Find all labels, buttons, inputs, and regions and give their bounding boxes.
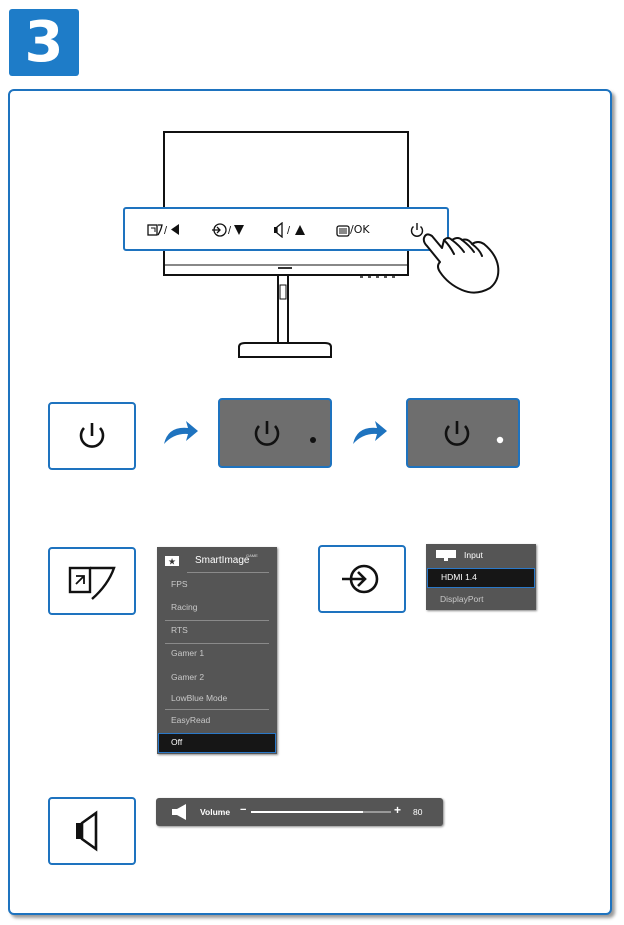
volume-fill: [251, 811, 363, 813]
volume-plus[interactable]: +: [394, 803, 402, 817]
input-button-icon[interactable]: /: [212, 222, 246, 243]
menu-item[interactable]: RTS: [171, 625, 188, 635]
svg-text:/: /: [287, 225, 291, 237]
power-button-icon[interactable]: [409, 222, 425, 243]
ok-button-label[interactable]: /OK: [350, 223, 370, 236]
menu-item[interactable]: LowBlue Mode: [171, 693, 228, 703]
menu-item[interactable]: EasyRead: [171, 715, 211, 725]
input-key-box[interactable]: [318, 545, 406, 613]
input-menu: Input HDMI 1.4 DisplayPort: [426, 544, 536, 610]
power-icon: [79, 423, 105, 448]
smartimage-key-box[interactable]: [48, 547, 136, 615]
volume-bar: Volume − + 80: [156, 798, 443, 826]
menu-item-selected-label: Off: [171, 737, 183, 747]
hand-icon: [422, 233, 500, 294]
smartimage-title-suffix: GAME: [246, 553, 258, 558]
svg-text:★: ★: [168, 557, 176, 567]
speaker-icon: [76, 810, 98, 852]
monitor-icon: [436, 550, 456, 561]
volume-track[interactable]: [251, 811, 391, 813]
menu-item[interactable]: Racing: [171, 602, 198, 612]
menu-item[interactable]: Gamer 1: [171, 648, 205, 658]
menu-divider: [165, 620, 269, 621]
step-number-badge: 3: [9, 9, 79, 76]
volume-label: Volume: [200, 807, 231, 817]
menu-item[interactable]: Gamer 2: [171, 672, 205, 682]
input-item[interactable]: DisplayPort: [440, 594, 484, 604]
smartimage-icon: [68, 566, 116, 600]
volume-minus[interactable]: −: [240, 804, 247, 816]
menu-divider: [187, 572, 269, 573]
menu-item-selected[interactable]: Off: [158, 733, 276, 753]
menu-button-icon[interactable]: [336, 224, 350, 242]
smartimage-title: SmartImage: [195, 555, 250, 566]
volume-key-box[interactable]: [48, 797, 136, 865]
menu-divider: [165, 643, 269, 644]
input-title: Input: [464, 550, 483, 560]
menu-divider: [165, 709, 269, 710]
monitor-illustration: [163, 131, 409, 358]
star-icon: ★: [165, 556, 179, 566]
menu-item[interactable]: FPS: [171, 579, 188, 589]
power-on-screen: [218, 398, 332, 468]
input-item-selected-label: HDMI 1.4: [441, 572, 477, 582]
smartimage-menu: ★ SmartImage GAME FPS Racing RTS Gamer 1…: [157, 547, 277, 754]
speaker-icon: [172, 804, 186, 820]
smartimage-button-icon[interactable]: /: [147, 222, 181, 243]
volume-value: 80: [413, 807, 423, 817]
power-indicator-screen: [406, 398, 520, 468]
input-icon: [342, 564, 379, 594]
power-key-box[interactable]: [48, 402, 136, 470]
arrow-icon: [164, 421, 198, 444]
input-item-selected[interactable]: HDMI 1.4: [427, 568, 535, 588]
arrow-icon: [353, 421, 387, 444]
svg-text:/: /: [228, 225, 232, 237]
volume-button-icon[interactable]: /: [273, 221, 307, 243]
svg-text:/: /: [164, 225, 168, 237]
